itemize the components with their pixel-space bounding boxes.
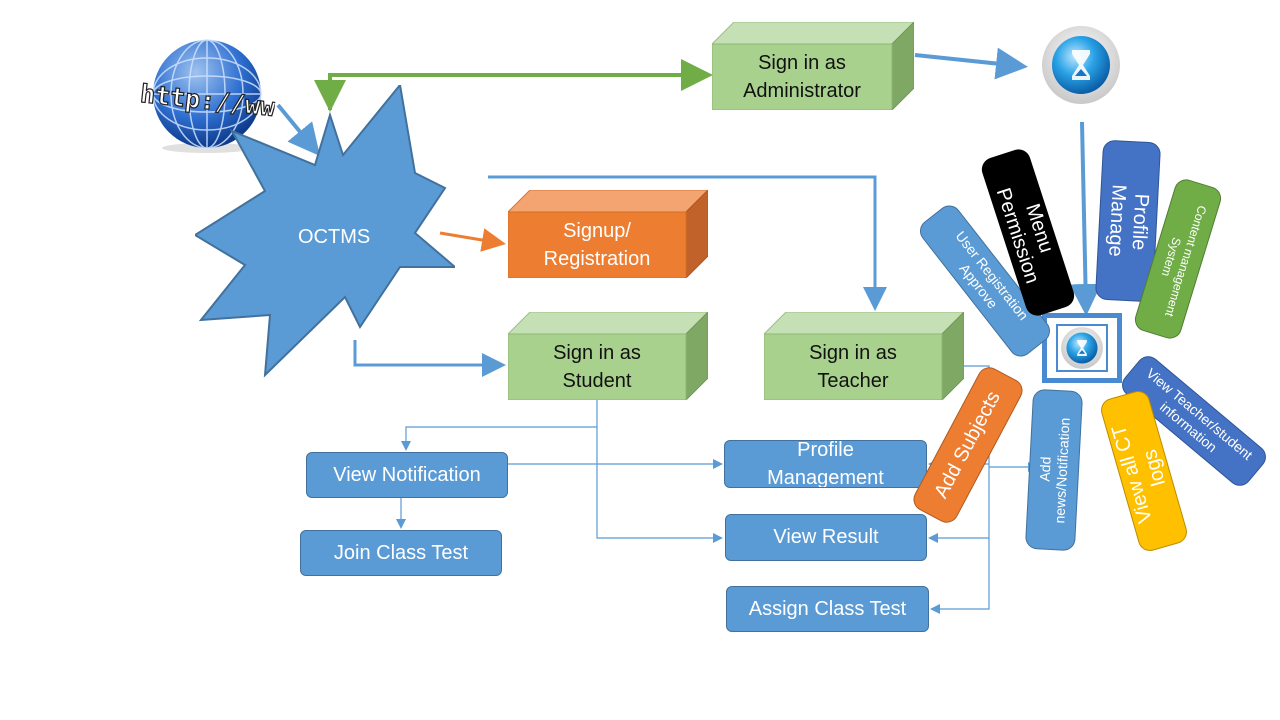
globe-icon xyxy=(152,39,262,153)
arrow-octms-teacher xyxy=(488,175,887,311)
connector-student-result xyxy=(596,427,723,543)
profile-management-box[interactable]: Profile Management xyxy=(724,440,927,488)
box-shape xyxy=(508,312,708,400)
globe-node: http://www xyxy=(139,36,276,154)
teacher-box[interactable]: Sign in as Teacher xyxy=(764,312,964,400)
admin-box[interactable]: Sign in as Administrator xyxy=(712,22,914,110)
view-notification-box[interactable]: View Notification xyxy=(306,452,508,498)
profile-management-label: Profile Management xyxy=(767,440,884,488)
box-shape xyxy=(508,190,708,278)
hourglass-icon xyxy=(1042,26,1120,104)
join-class-test-box[interactable]: Join Class Test xyxy=(300,530,502,576)
hourglass-node xyxy=(1040,24,1122,106)
arrow-admin-hourglass xyxy=(914,47,1028,80)
octms-node[interactable] xyxy=(193,82,458,385)
add-news-notification-pill[interactable]: Add news/Notification xyxy=(1024,388,1084,552)
octms-label: OCTMS xyxy=(298,226,371,248)
connector-teacher-right xyxy=(930,365,990,614)
student-box[interactable]: Sign in as Student xyxy=(508,312,708,400)
signup-label: Signup/ Registration xyxy=(543,220,651,270)
hourglass-icon xyxy=(1061,327,1103,369)
arrow-octms-student xyxy=(353,340,506,377)
assign-class-test-box[interactable]: Assign Class Test xyxy=(726,586,929,632)
arrow-hourglass-down xyxy=(1069,121,1102,316)
teacher-label: Sign in as Teacher xyxy=(809,342,897,392)
box-shape xyxy=(764,312,964,400)
admin-label: Sign in as Administrator xyxy=(743,52,861,102)
arrow-globe-octms xyxy=(276,103,321,157)
signup-box[interactable]: Signup/ Registration xyxy=(508,190,708,278)
view-result-box[interactable]: View Result xyxy=(725,514,927,561)
starburst-shape xyxy=(193,82,458,378)
arrow-octms-signup xyxy=(439,228,506,252)
hub-node xyxy=(1042,313,1122,383)
box-shape xyxy=(712,22,914,110)
connector-student-notification xyxy=(401,400,598,451)
student-label: Sign in as Student xyxy=(553,342,641,392)
